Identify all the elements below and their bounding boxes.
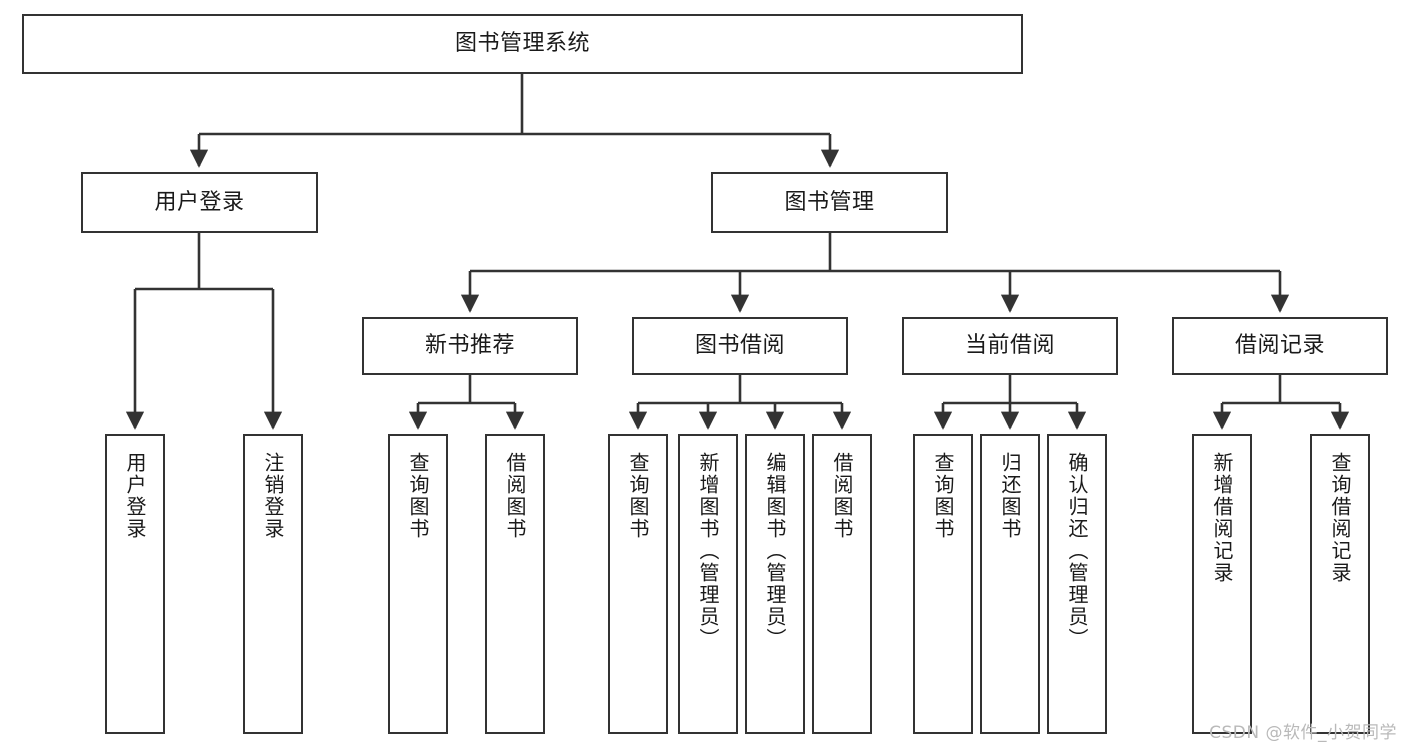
- node-label: 图书借阅: [694, 333, 785, 359]
- node-label: 新增借阅记录: [1210, 452, 1234, 584]
- node-label: 图书管理: [784, 189, 875, 215]
- leaf-borrow-borrow-book[interactable]: 借阅图书: [812, 434, 872, 734]
- leaf-new-book-borrow-book[interactable]: 借阅图书: [485, 434, 545, 734]
- node-label: 查询图书: [931, 452, 955, 540]
- leaf-user-login-logout[interactable]: 注销登录: [243, 434, 303, 734]
- leaf-record-add-borrow-record[interactable]: 新增借阅记录: [1192, 434, 1252, 734]
- node-new-book-recommend[interactable]: 新书推荐: [362, 317, 578, 375]
- leaf-current-confirm-return-admin[interactable]: 确认归还（管理员）: [1047, 434, 1107, 734]
- node-label: 借阅图书: [503, 452, 527, 540]
- node-label: 新增图书（管理员）: [696, 452, 720, 650]
- node-label: 确认归还（管理员）: [1065, 452, 1089, 650]
- leaf-record-query-borrow-record[interactable]: 查询借阅记录: [1310, 434, 1370, 734]
- leaf-new-book-query-book[interactable]: 查询图书: [388, 434, 448, 734]
- node-root-book-management-system[interactable]: 图书管理系统: [22, 14, 1023, 74]
- node-label: 借阅记录: [1234, 333, 1325, 359]
- node-label: 查询借阅记录: [1328, 452, 1352, 584]
- node-book-management[interactable]: 图书管理: [711, 172, 948, 233]
- node-user-login[interactable]: 用户登录: [81, 172, 318, 233]
- node-current-borrow[interactable]: 当前借阅: [902, 317, 1118, 375]
- leaf-borrow-query-book[interactable]: 查询图书: [608, 434, 668, 734]
- node-borrow-record[interactable]: 借阅记录: [1172, 317, 1388, 375]
- leaf-user-login-login[interactable]: 用户登录: [105, 434, 165, 734]
- node-label: 新书推荐: [424, 333, 515, 359]
- node-label: 图书管理系统: [454, 31, 590, 57]
- node-label: 编辑图书（管理员）: [763, 452, 787, 650]
- node-label: 查询图书: [626, 452, 650, 540]
- node-label: 当前借阅: [964, 333, 1055, 359]
- node-label: 注销登录: [261, 452, 285, 540]
- node-label: 借阅图书: [830, 452, 854, 540]
- node-book-borrow[interactable]: 图书借阅: [632, 317, 848, 375]
- node-label: 用户登录: [154, 189, 245, 215]
- node-label: 查询图书: [406, 452, 430, 540]
- leaf-current-query-book[interactable]: 查询图书: [913, 434, 973, 734]
- node-label: 归还图书: [998, 452, 1022, 540]
- csdn-watermark: CSDN @软件_小贺同学: [1209, 723, 1397, 743]
- leaf-borrow-add-book-admin[interactable]: 新增图书（管理员）: [678, 434, 738, 734]
- leaf-current-return-book[interactable]: 归还图书: [980, 434, 1040, 734]
- node-label: 用户登录: [123, 452, 147, 540]
- leaf-borrow-edit-book-admin[interactable]: 编辑图书（管理员）: [745, 434, 805, 734]
